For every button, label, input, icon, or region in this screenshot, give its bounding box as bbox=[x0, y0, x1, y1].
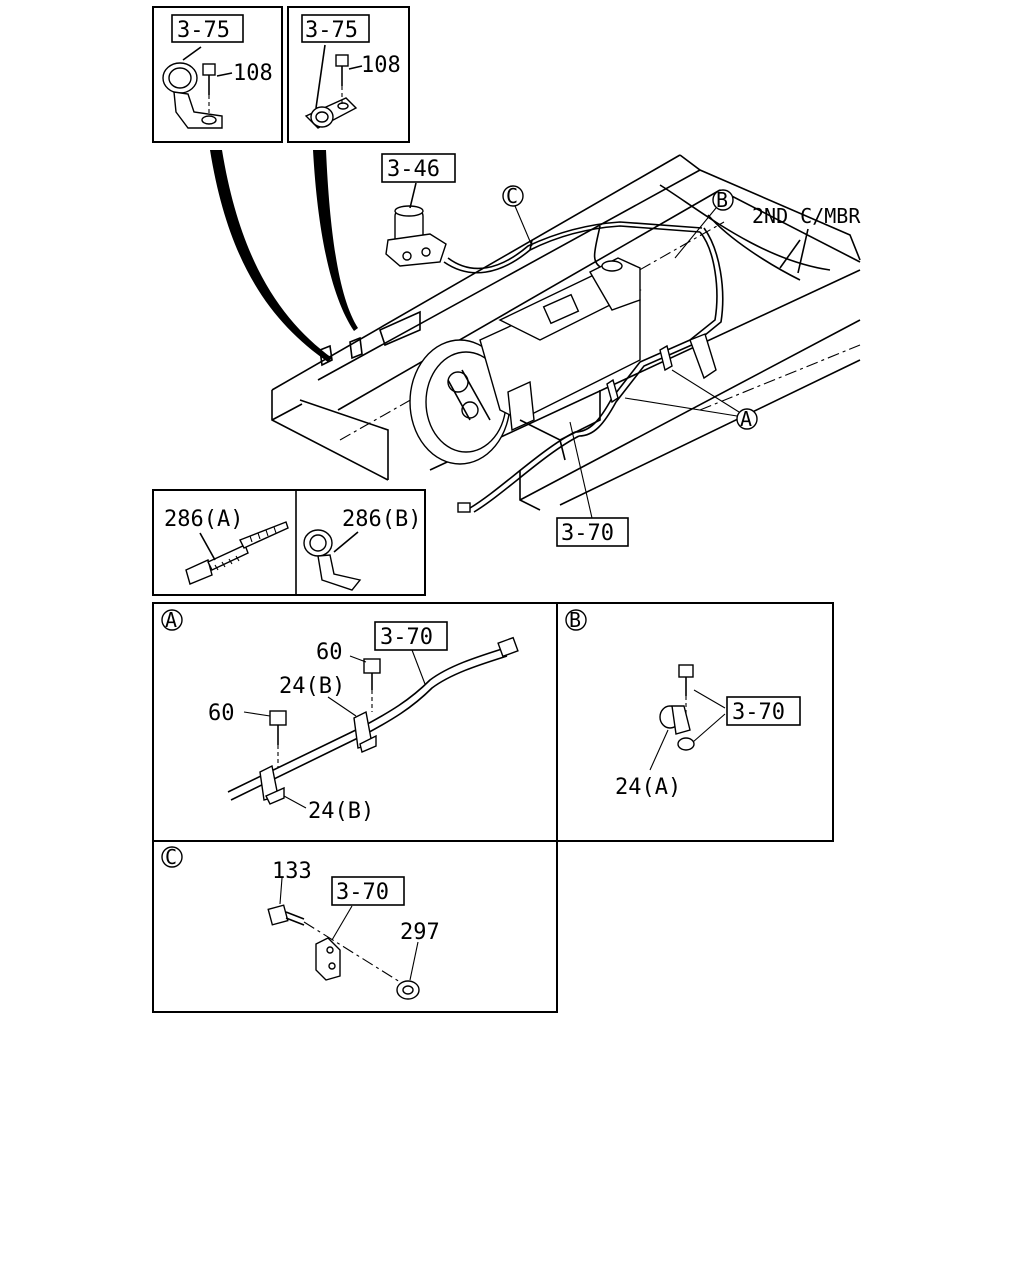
bolt-60-upper bbox=[349, 655, 381, 712]
detail-c-marker-label: C bbox=[165, 845, 177, 869]
transmission bbox=[409, 257, 642, 465]
leader-wedge-left bbox=[210, 150, 332, 362]
bolt-detail-b bbox=[678, 664, 694, 716]
line-clips-a bbox=[606, 333, 717, 404]
ref-label-3-75-left: 3-75 bbox=[177, 18, 230, 43]
clip-24a bbox=[659, 705, 691, 735]
part-label-60-lower: 60 bbox=[208, 701, 235, 726]
ref-label-3-70-detail-b: 3-70 bbox=[732, 700, 785, 725]
nut-297 bbox=[396, 941, 420, 1000]
clip-24b-lower bbox=[259, 764, 307, 809]
ref-box-3-70-detail-b bbox=[726, 696, 801, 726]
part-label-24b-upper: 24(B) bbox=[279, 674, 345, 699]
detail-b-marker-label: B bbox=[569, 608, 581, 632]
detail-a-marker-label: A bbox=[165, 608, 177, 632]
ref-label-3-70-main: 3-70 bbox=[561, 521, 614, 546]
callout-a: A bbox=[624, 369, 758, 431]
frame-label: 2ND C/MBR bbox=[752, 204, 861, 228]
part-label-133: 133 bbox=[272, 859, 312, 884]
clamp-bracket-right bbox=[304, 44, 358, 129]
bolt-108-right bbox=[335, 54, 363, 104]
ref-label-3-70-detail-c: 3-70 bbox=[336, 880, 389, 905]
detail-b-panel: B 3-70 24(A) bbox=[556, 602, 834, 842]
leader-wedge-right bbox=[313, 150, 358, 331]
ref-box-3-70-main bbox=[556, 517, 629, 547]
bolt-60-lower bbox=[243, 710, 287, 768]
pipe-detail-a bbox=[227, 636, 519, 801]
part-label-60-upper: 60 bbox=[316, 640, 343, 665]
detail-a-marker: A bbox=[161, 608, 183, 632]
part-label-297: 297 bbox=[400, 920, 440, 945]
callout-c: C bbox=[502, 184, 533, 247]
detail-c-marker: C bbox=[161, 845, 183, 869]
ref-box-3-70-detail-c bbox=[331, 876, 405, 906]
callout-c-label: C bbox=[506, 184, 518, 208]
bolt-108-left bbox=[202, 63, 233, 114]
inset-panel-left: 3-75 108 bbox=[152, 6, 283, 143]
callout-b: B bbox=[674, 188, 734, 259]
air-lines bbox=[443, 221, 724, 513]
ref-box-3-75-right bbox=[301, 14, 370, 43]
part-label-286b: 286(B) bbox=[342, 507, 421, 532]
ref-label-3-75-right: 3-75 bbox=[305, 18, 358, 43]
part-label-24a: 24(A) bbox=[615, 775, 681, 800]
part-label-24b-lower: 24(B) bbox=[308, 799, 374, 824]
clamp-bracket-left bbox=[162, 46, 223, 129]
ref-label-3-70-detail-a: 3-70 bbox=[380, 625, 433, 650]
clip-24b-upper bbox=[327, 696, 377, 753]
part-label-108-left: 108 bbox=[233, 61, 273, 86]
detail-b-marker: B bbox=[565, 608, 587, 632]
clip-286b bbox=[303, 529, 362, 591]
ref-box-3-70-detail-a bbox=[374, 621, 448, 651]
centerline-detail-c bbox=[303, 921, 401, 983]
ref-box-3-46 bbox=[381, 153, 456, 183]
ref-box-3-75-left bbox=[171, 14, 244, 43]
part-label-108-right: 108 bbox=[361, 53, 401, 78]
nut-detail-b bbox=[677, 737, 695, 751]
leader-3-70-main bbox=[569, 421, 593, 519]
detail-c-panel: C 3-70 133 297 bbox=[152, 840, 558, 1013]
inset-panel-right: 3-75 108 bbox=[287, 6, 410, 143]
parts-286-panel: 286(A) 286(B) bbox=[152, 489, 426, 596]
part-label-286a: 286(A) bbox=[164, 507, 243, 532]
air-dryer bbox=[385, 182, 447, 267]
bracket-detail-c bbox=[315, 905, 353, 981]
callout-a-label: A bbox=[740, 407, 752, 431]
cable-tie-286a bbox=[185, 521, 289, 585]
bolt-133 bbox=[267, 877, 305, 926]
ref-label-3-46: 3-46 bbox=[387, 157, 440, 182]
detail-a-panel: A 3-70 60 60 24(B) bbox=[152, 602, 558, 842]
callout-b-label: B bbox=[716, 188, 728, 212]
second-crossmember bbox=[707, 214, 809, 281]
